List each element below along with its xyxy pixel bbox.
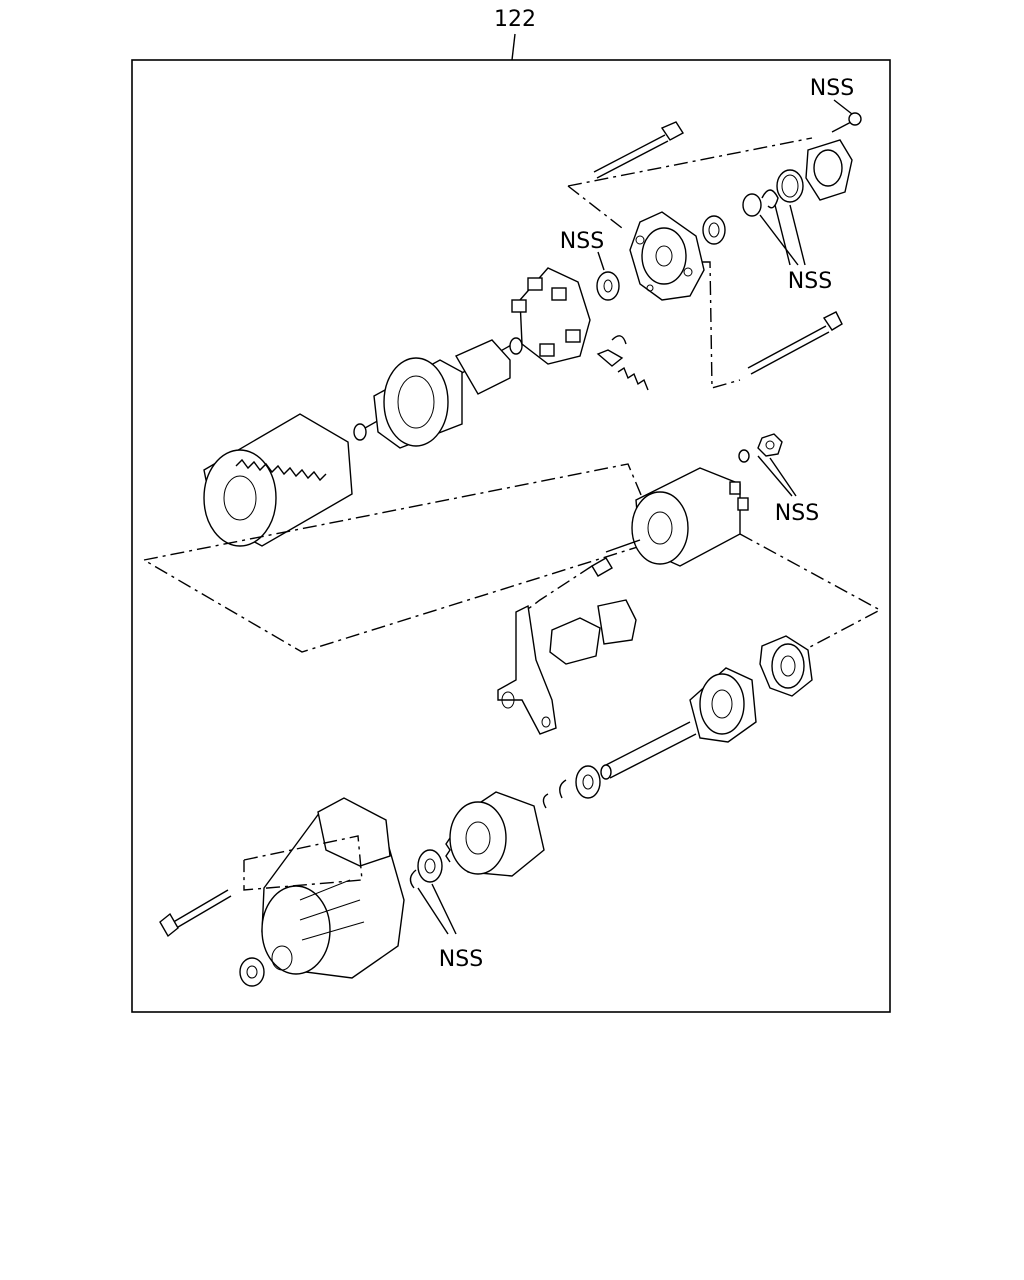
through-bolt-upper xyxy=(593,121,684,179)
group-number-label: 122 xyxy=(494,7,536,32)
nss-label-clips: NSS xyxy=(439,947,483,972)
bearing-cover-plate xyxy=(805,139,853,201)
drive-shaft-assembly xyxy=(600,667,757,780)
front-bushing xyxy=(239,957,265,987)
lever-holder xyxy=(549,599,637,665)
alignment-line-lever xyxy=(523,565,593,613)
nss-leader-nut-2 xyxy=(769,457,797,497)
through-bolt-lower xyxy=(747,311,843,375)
nss-leader-seal-1 xyxy=(774,204,791,266)
brush-holder xyxy=(511,267,591,365)
alignment-line-b xyxy=(567,137,813,187)
alignment-line-c xyxy=(702,261,741,389)
alignment-line-solenoid xyxy=(739,533,882,649)
shift-lever xyxy=(497,604,557,735)
nss-label-top-bolt: NSS xyxy=(810,76,854,101)
pinion-gear xyxy=(445,791,545,877)
brush-spring xyxy=(596,335,649,391)
alignment-frame-lower xyxy=(243,835,363,891)
thrust-washer xyxy=(596,271,620,301)
group-number-leader xyxy=(511,33,516,61)
diagram-frame xyxy=(131,59,891,1013)
nss-leader-clip-1 xyxy=(417,887,449,935)
housing-bolt xyxy=(159,889,232,938)
nss-label-washer: NSS xyxy=(560,229,604,254)
nss-leader-nut-1 xyxy=(757,455,793,497)
nss-label-seals: NSS xyxy=(788,269,832,294)
nss-leader-seal-2 xyxy=(789,204,806,266)
nss-leader-washer xyxy=(597,251,605,271)
shaft-bearing xyxy=(542,765,601,809)
solenoid-switch xyxy=(591,467,749,577)
rear-bushing xyxy=(702,215,726,245)
seal-ring-set xyxy=(742,169,804,217)
alignment-line-a xyxy=(567,185,623,229)
terminal-nut xyxy=(738,433,783,463)
yoke-housing xyxy=(203,413,353,547)
screw-top-right xyxy=(831,112,862,133)
rear-end-frame xyxy=(629,211,705,301)
armature xyxy=(353,337,523,449)
drive-housing xyxy=(261,797,405,979)
center-bracket xyxy=(759,635,813,697)
nss-leader-top xyxy=(833,99,853,115)
nss-label-nuts: NSS xyxy=(775,501,819,526)
nss-leader-clip-2 xyxy=(431,883,457,935)
nss-leader-seal-3 xyxy=(759,214,799,266)
stop-ring-and-clip xyxy=(409,849,443,889)
